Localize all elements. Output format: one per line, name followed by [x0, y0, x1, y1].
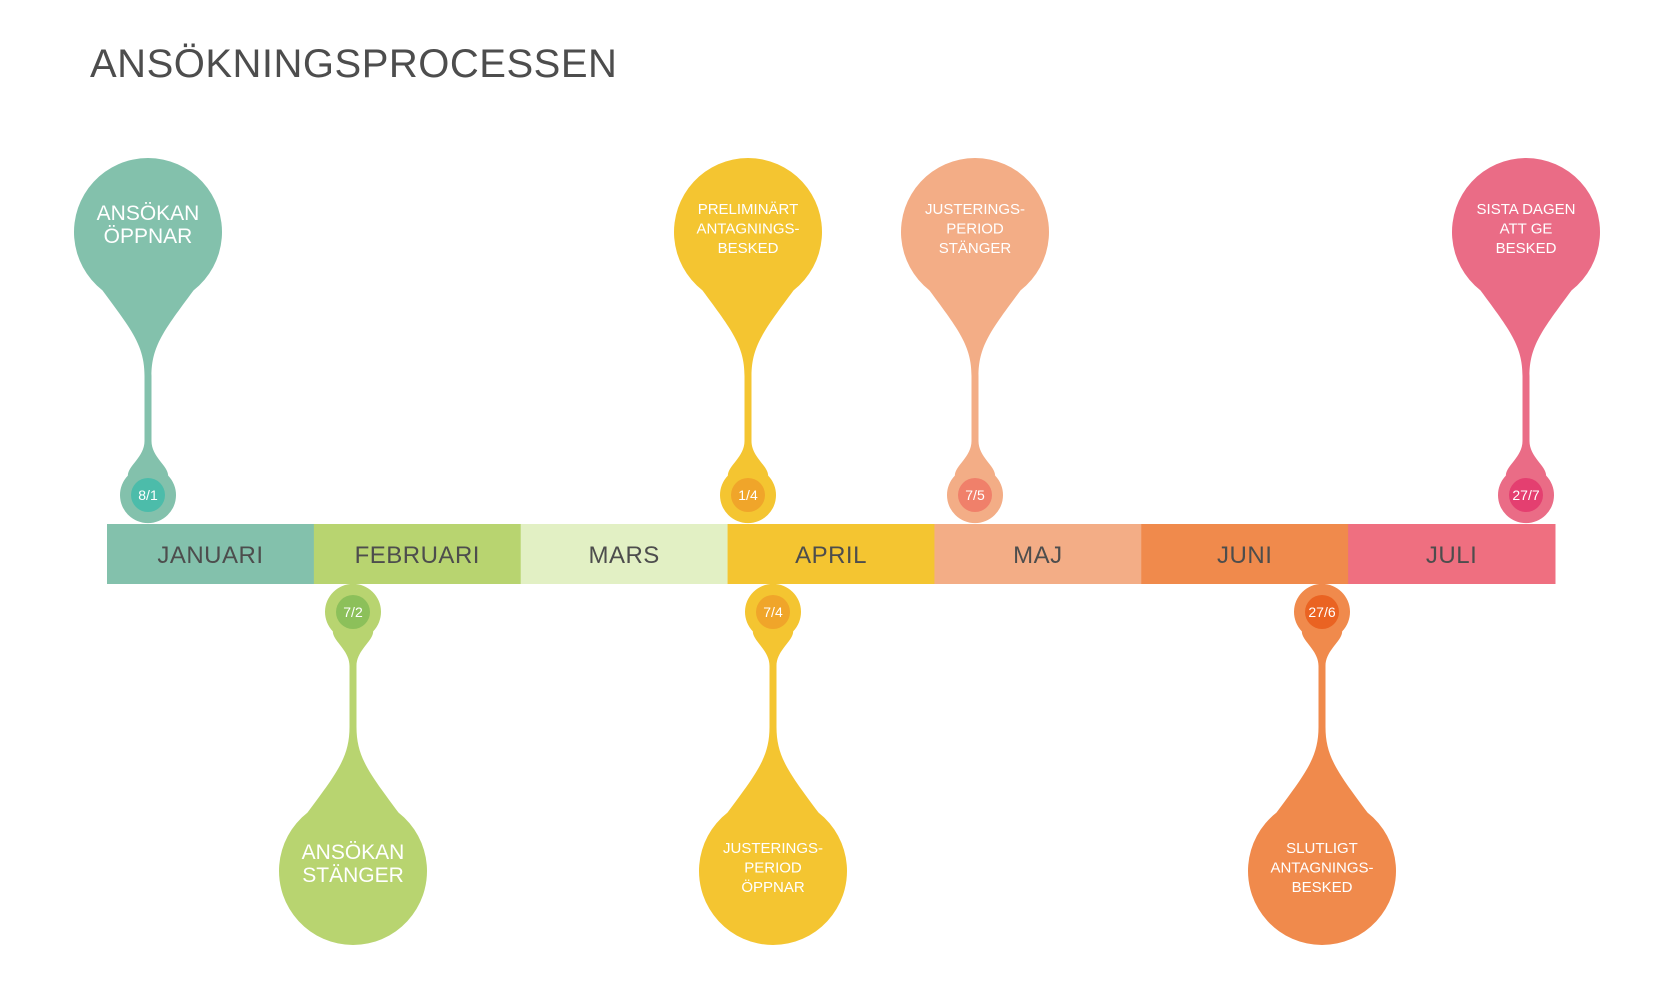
event-date-label: 27/7 — [1512, 487, 1539, 503]
month-label: MAJ — [1013, 542, 1063, 569]
event-label-line: BESKED — [1496, 240, 1557, 257]
month-segment-mars — [520, 524, 729, 584]
event-date-label: 7/2 — [343, 604, 363, 620]
event-date-label: 1/4 — [738, 487, 758, 503]
event-date-label: 27/6 — [1308, 604, 1335, 620]
event-pin-shape — [674, 158, 822, 524]
event-marker-2: 1/4 PRELIMINÄRT ANTAGNINGS- BESKED — [674, 158, 822, 524]
event-label-line: SISTA DAGEN — [1477, 201, 1576, 218]
event-label-line: ATT GE — [1500, 220, 1553, 237]
event-date-dot — [731, 478, 765, 512]
event-label-line: ANSÖKAN — [97, 202, 200, 225]
event-date-label: 7/5 — [965, 487, 985, 503]
month-label: APRIL — [795, 542, 867, 569]
month-label: JUNI — [1217, 542, 1272, 569]
event-pin-shape — [699, 583, 847, 946]
event-pin-shape — [1248, 583, 1396, 945]
event-label-line: PERIOD — [744, 859, 802, 876]
event-date-label: 7/4 — [763, 604, 783, 620]
event-label-line: ANTAGNINGS- — [1270, 859, 1373, 876]
event-date-dot — [1509, 478, 1543, 512]
event-label-line: PRELIMINÄRT — [698, 201, 799, 218]
event-date-dot — [756, 595, 790, 629]
event-label-line: BESKED — [1292, 879, 1353, 896]
month-segment-februari — [313, 524, 522, 584]
event-label-line: ÖPPNAR — [104, 225, 193, 248]
month-label: JULI — [1426, 542, 1477, 569]
event-date-dot — [336, 595, 370, 629]
month-bar: JANUARI FEBRUARI MARS APRIL MAJ JUNI JULI — [107, 524, 1556, 584]
event-label-line: ÖPPNAR — [741, 878, 805, 896]
month-segment-maj — [934, 524, 1142, 584]
event-date-dot — [958, 478, 992, 512]
event-label-line: BESKED — [718, 240, 779, 257]
month-label: MARS — [588, 542, 659, 569]
event-label-line: JUSTERINGS- — [925, 201, 1025, 218]
event-label-line: SLUTLIGT — [1286, 840, 1358, 857]
event-label-line: JUSTERINGS- — [723, 840, 823, 857]
month-label: FEBRUARI — [355, 542, 480, 569]
event-pin-shape — [1452, 158, 1600, 524]
event-date-label: 8/1 — [138, 487, 158, 503]
event-label-line: PERIOD — [946, 220, 1004, 237]
month-label: JANUARI — [157, 542, 263, 569]
month-segment-januari — [107, 524, 315, 584]
month-segment-juli — [1348, 524, 1556, 584]
event-date-dot — [1305, 595, 1339, 629]
event-markers: 8/1ANSÖKANÖPPNAR7/2ANSÖKANSTÄNGER1/4PREL… — [74, 158, 1600, 946]
event-date-dot — [131, 478, 165, 512]
event-marker-4: 7/5 JUSTERINGS- PERIOD STÄNGER — [901, 158, 1049, 524]
event-label-line: STÄNGER — [939, 240, 1012, 257]
month-segment-juni — [1141, 524, 1349, 584]
page-title: ANSÖKNINGSPROCESSEN — [90, 42, 618, 86]
event-label-line: STÄNGER — [302, 864, 404, 887]
event-label-line: ANSÖKAN — [302, 841, 405, 864]
event-label-line: ANTAGNINGS- — [696, 220, 799, 237]
month-segment-april — [727, 524, 935, 584]
event-pin-shape — [901, 158, 1049, 524]
event-marker-6: 27/7 SISTA DAGEN ATT GE BESKED — [1452, 158, 1600, 524]
event-pin-shape — [74, 158, 223, 524]
event-pin-shape — [279, 583, 427, 946]
